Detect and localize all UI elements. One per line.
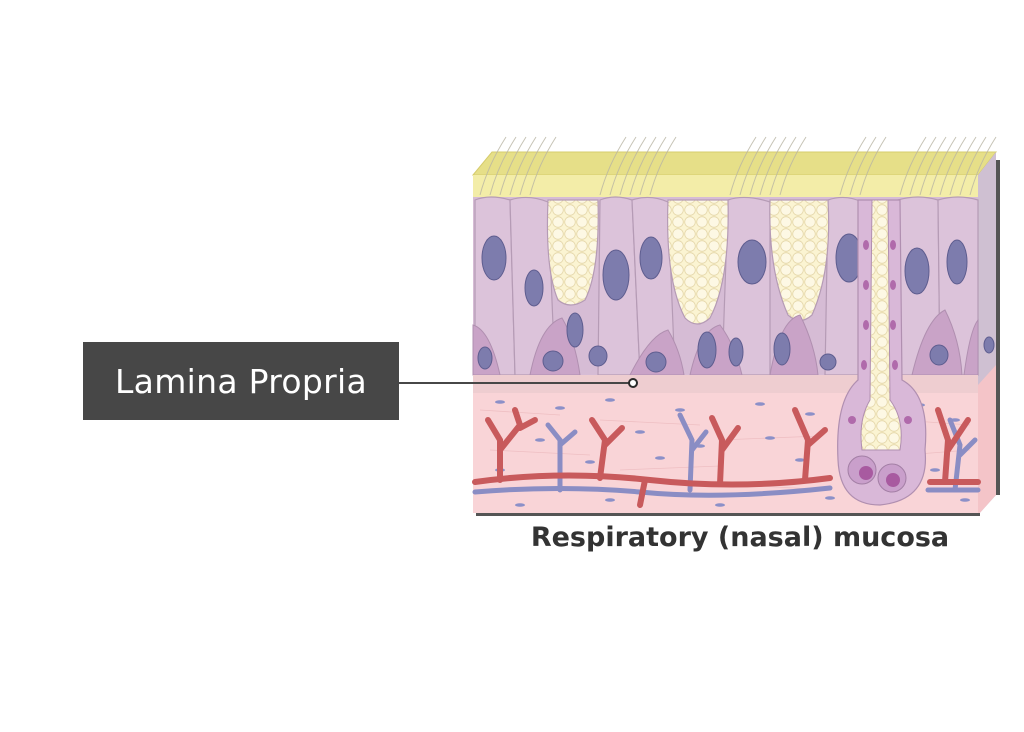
goblet-cells [546,199,830,325]
cilia [479,136,997,196]
leader-line [399,382,633,384]
block-shadow-bottom [476,513,980,516]
arteries [472,407,981,508]
submucosal-gland [837,199,927,506]
block-shadow-right [996,160,1000,495]
block-right-lower-face [978,365,996,515]
lamina-propria-label-text: Lamina Propria [114,361,367,401]
mucus-layer [473,175,978,197]
diagram-caption: Respiratory (nasal) mucosa [530,522,950,553]
lamina-propria-label: Lamina Propria [83,342,399,420]
cell-nuclei [477,233,995,373]
leader-pointer-dot [628,378,638,388]
